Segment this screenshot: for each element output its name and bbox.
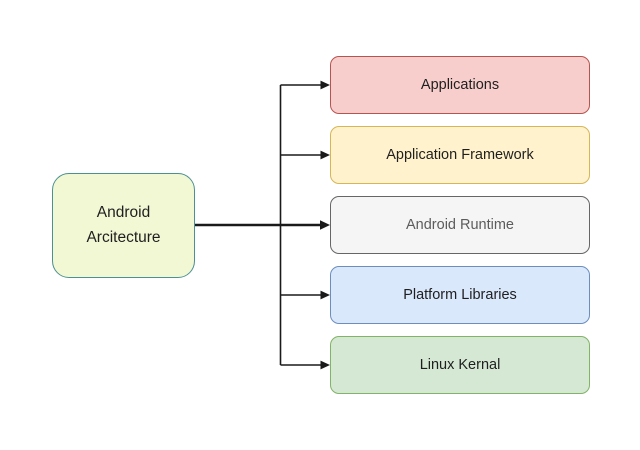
arrowhead — [320, 150, 330, 160]
node-android-runtime: Android Runtime — [330, 196, 590, 254]
node-linux-kernel: Linux Kernal — [330, 336, 590, 394]
arrowhead — [320, 80, 330, 90]
node-platform-libraries: Platform Libraries — [330, 266, 590, 324]
arrowhead — [320, 220, 330, 230]
node-label: Android Runtime — [406, 217, 514, 233]
node-android-architecture: Android Arcitecture — [52, 173, 195, 278]
arrowhead — [320, 360, 330, 370]
node-label: Android — [96, 204, 151, 222]
arrowhead — [320, 290, 330, 300]
node-label: Arcitecture — [86, 228, 161, 246]
node-application-framework: Application Framework — [330, 126, 590, 184]
node-label: Platform Libraries — [403, 287, 517, 303]
node-label: Linux Kernal — [419, 357, 501, 373]
node-label: Applications — [420, 77, 500, 93]
node-applications: Applications — [330, 56, 590, 114]
node-label: Application Framework — [386, 147, 534, 163]
